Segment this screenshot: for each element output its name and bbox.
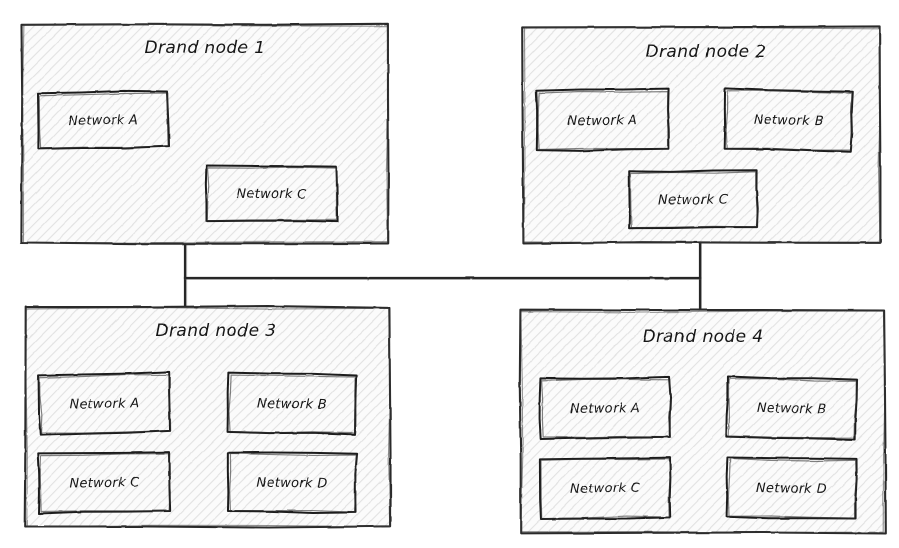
network-label: Network C [69,475,140,491]
network-label: Network B [756,401,826,417]
network-box-outline [723,87,854,153]
network-box-outline [37,451,172,515]
network-box[interactable]: Network D [725,456,858,520]
network-box-outline-ghost [38,373,172,434]
node-container-outline-ghost [25,306,391,528]
network-box-fill [724,88,853,152]
network-box-outline [725,375,859,441]
network-box-outline [36,89,171,150]
network-box-fill [536,89,669,151]
network-box-fill [227,372,357,435]
node-container-outline-ghost [520,310,886,534]
network-box-outline [226,371,358,436]
network-box-fill [227,452,357,513]
network-box-outline-ghost [229,452,357,513]
network-box-outline-ghost [541,378,672,438]
network-box-fill [205,165,338,222]
network-box[interactable]: Network A [538,375,672,440]
drand-node[interactable]: Drand node 1 Network A Network C [20,22,390,245]
network-box[interactable]: Network C [37,451,172,515]
network-label: Network C [236,187,307,202]
network-box-outline [204,164,339,223]
drand-node[interactable]: Drand node 4 Network A Network B Network C N… [518,308,887,535]
network-box-outline [725,456,858,520]
network-box-outline-ghost [228,374,357,434]
network-box-outline-ghost [206,166,338,222]
node-title: Drand node 2 [646,42,767,62]
network-box-outline-ghost [537,90,669,151]
network-box[interactable]: Network B [725,375,859,441]
network-box-outline-ghost [38,92,169,149]
network-box-fill [38,372,171,435]
network-box-fill [38,451,171,514]
node-title: Drand node 3 [156,321,277,341]
node-title: Drand node 4 [643,327,764,347]
network-box-outline-ghost [727,378,857,439]
network-box-fill [726,376,857,440]
node-container-outline-ghost [22,24,389,244]
node-title: Drand node 1 [145,38,266,58]
network-box-outline-ghost [540,458,671,520]
network-box-fill [726,457,857,519]
network-box-outline-ghost [629,171,759,229]
network-label: Network C [658,193,729,209]
network-box-outline-ghost [39,453,171,513]
network-box-fill [539,377,671,439]
drand-node[interactable]: Drand node 2 Network A Network B Network C [521,25,882,245]
network-box-fill [628,170,758,229]
network-label: Network C [570,481,641,497]
network-box[interactable]: Network C [538,456,672,520]
network-box[interactable]: Network C [204,164,339,223]
network-label: Network B [753,113,823,129]
network-box[interactable]: Network A [37,370,172,437]
network-box-outline [538,456,672,520]
network-label: Network A [69,396,139,413]
network-box-outline [226,451,359,514]
network-box[interactable]: Network A [535,87,670,152]
network-box[interactable]: Network D [226,451,359,514]
connectors-layer [183,241,702,312]
network-label: Network D [756,481,827,497]
network-box-outline-ghost [725,90,853,151]
network-box[interactable]: Network B [226,371,358,436]
network-label: Network A [567,113,637,129]
drand-node[interactable]: Drand node 3 Network A Network B Network C N… [23,305,392,529]
network-label: Network A [68,113,138,129]
network-box-outline-ghost [727,457,857,519]
network-box[interactable]: Network B [723,87,854,153]
network-box-outline [535,87,670,152]
network-box-fill [539,457,671,519]
network-label: Network B [257,396,327,412]
network-label: Network D [256,476,327,492]
network-label: Network A [570,401,640,417]
node-container-outline-ghost [522,26,881,244]
network-box[interactable]: Network C [628,169,759,230]
network-box-fill [37,90,169,150]
network-box[interactable]: Network A [36,89,171,150]
